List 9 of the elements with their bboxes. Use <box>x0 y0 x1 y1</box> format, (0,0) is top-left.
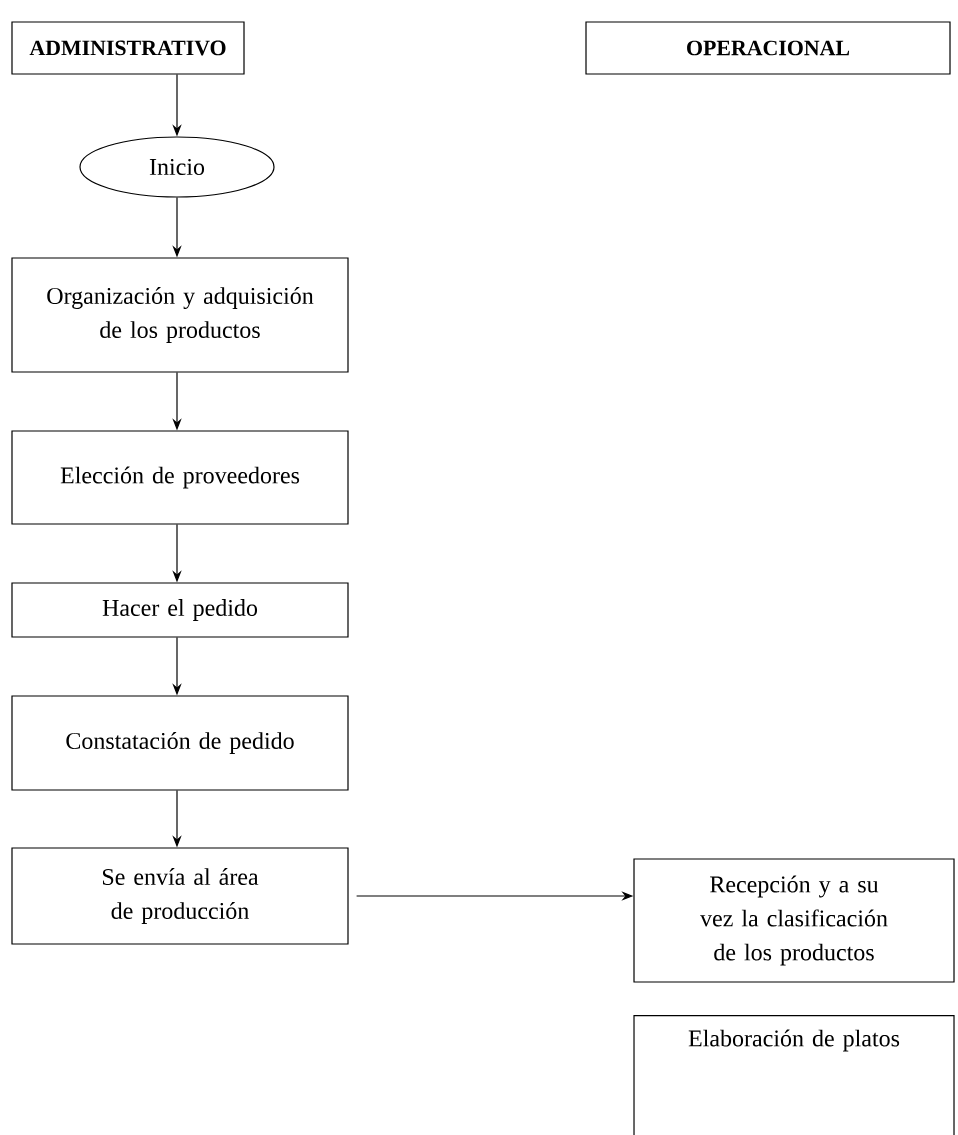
process-box: Recepción y a su vez la clasificación de los productos <box>633 858 955 983</box>
process-box: Elección de proveedores <box>11 430 349 525</box>
process-box: Organización y adquisición de los productos <box>11 257 349 373</box>
process-box: Constatación de pedido <box>11 695 349 791</box>
process-box: Se envía al área de producción <box>11 847 349 945</box>
header-box: ADMINISTRATIVO <box>11 21 245 75</box>
process-box: Elaboración de platos <box>633 1015 955 1135</box>
process-box: Hacer el pedido <box>11 582 349 638</box>
header-box: OPERACIONAL <box>585 21 951 75</box>
